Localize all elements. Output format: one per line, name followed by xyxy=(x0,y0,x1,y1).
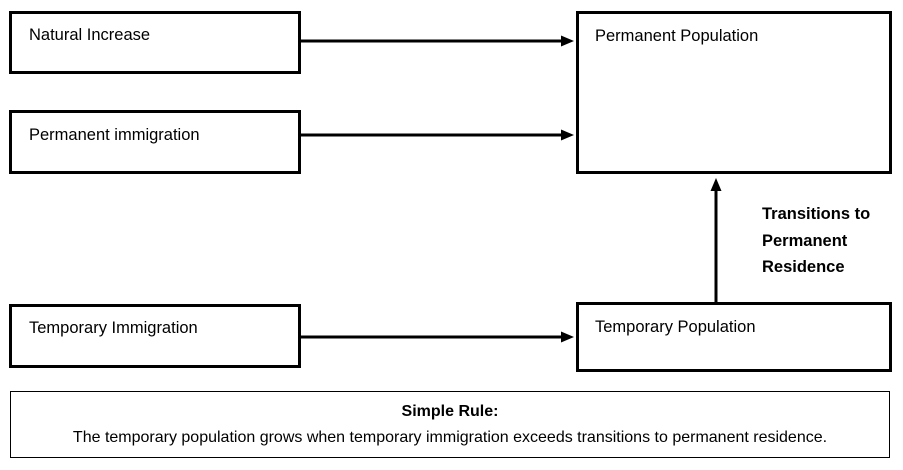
natural-increase-label: Natural Increase xyxy=(29,26,151,44)
temporary-population-box: Temporary Population xyxy=(576,302,892,372)
simple-rule-text: The temporary population grows when temp… xyxy=(72,429,828,446)
arrow-temporary-to-permanent xyxy=(710,178,722,302)
simple-rule-title: Simple Rule: xyxy=(401,403,499,420)
simple-rule-box: Simple Rule: The temporary population gr… xyxy=(10,391,890,458)
permanent-immigration-box: Permanent immigration xyxy=(9,110,301,174)
permanent-immigration-label: Permanent immigration xyxy=(29,126,200,144)
transitions-label: Transitions to Permanent Residence xyxy=(762,201,870,281)
permanent-population-label: Permanent Population xyxy=(595,27,759,45)
temporary-immigration-box: Temporary Immigration xyxy=(9,304,301,368)
arrow-natural-to-permanent xyxy=(301,35,574,47)
transitions-label-line-1: Transitions to xyxy=(762,205,871,223)
temporary-immigration-label: Temporary Immigration xyxy=(29,319,198,337)
permanent-population-box: Permanent Population xyxy=(576,11,892,174)
arrow-temporary-immigration-to-temporary xyxy=(301,331,574,343)
transitions-label-line-3: Residence xyxy=(762,258,845,276)
transitions-label-line-2: Permanent xyxy=(762,231,848,250)
temporary-population-label: Temporary Population xyxy=(595,318,756,336)
natural-increase-box: Natural Increase xyxy=(9,11,301,74)
arrow-permanent-immigration-to-permanent xyxy=(301,129,574,141)
